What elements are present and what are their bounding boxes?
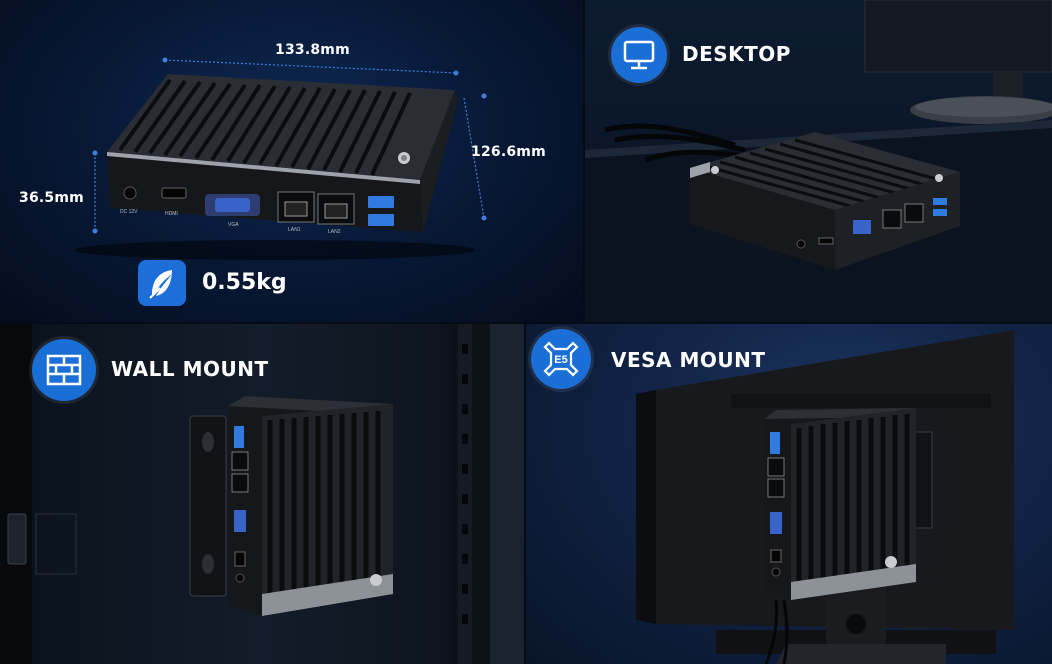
feather-icon — [149, 270, 172, 299]
brick-wall-icon — [46, 354, 82, 386]
vesa-bracket-icon: E5 — [543, 341, 579, 377]
vesa-mount-badge: E5 — [531, 329, 591, 389]
vesa-mount-label: VESA MOUNT — [611, 348, 766, 372]
vesa-mount-scene-image — [636, 330, 1014, 664]
hdmi-port-label: HDMI — [165, 211, 178, 217]
lan2-port-label: LAN2 — [328, 229, 341, 235]
mini-pc-front-image: DC 12V HDMI VGA LAN1 LAN2 — [75, 57, 487, 260]
desktop-scene-image — [585, 0, 1052, 322]
monitor-icon — [623, 40, 655, 70]
vesa-mount-panel: E5 VESA MOUNT — [526, 324, 1052, 664]
dc-port-label: DC 12V — [120, 209, 138, 215]
desktop-panel: DESKTOP — [585, 0, 1052, 322]
desktop-badge — [611, 27, 667, 83]
height-dimension: 36.5mm — [19, 190, 84, 206]
wall-mount-scene-image — [0, 324, 524, 664]
weight-badge — [138, 260, 186, 306]
lan1-port-label: LAN1 — [288, 227, 301, 233]
desktop-mode-label: DESKTOP — [682, 42, 791, 66]
wall-mount-panel: WALL MOUNT — [0, 324, 524, 664]
depth-dimension: 126.6mm — [471, 144, 546, 160]
wall-mount-label: WALL MOUNT — [111, 357, 269, 381]
weight-value: 0.55kg — [202, 270, 287, 295]
vesa-icon-text: E5 — [554, 354, 567, 366]
dimensions-panel: DC 12V HDMI VGA LAN1 LAN2 133.8mm 126.6m… — [0, 0, 583, 322]
vga-port-label: VGA — [228, 222, 239, 228]
wall-mount-badge — [32, 339, 96, 401]
width-dimension: 133.8mm — [275, 42, 350, 58]
